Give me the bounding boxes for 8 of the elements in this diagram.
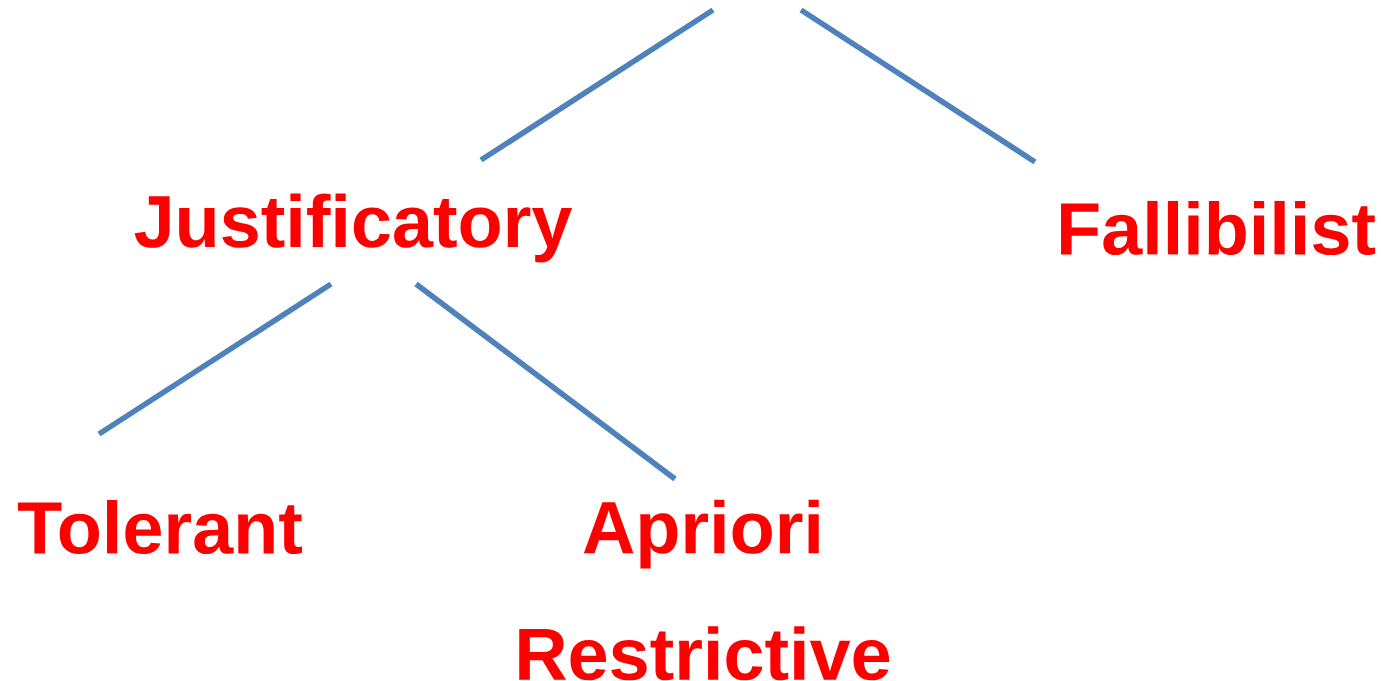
category-label: Tolerant <box>18 499 302 555</box>
connector-line <box>479 7 715 163</box>
category-label: Apriori Restrictive <box>519 499 890 681</box>
connector-line <box>414 281 677 482</box>
connector-line <box>799 7 1037 165</box>
category-label: Fallibilist <box>1061 200 1376 256</box>
category-label: Justificatory <box>134 193 572 263</box>
connector-line <box>97 281 333 437</box>
